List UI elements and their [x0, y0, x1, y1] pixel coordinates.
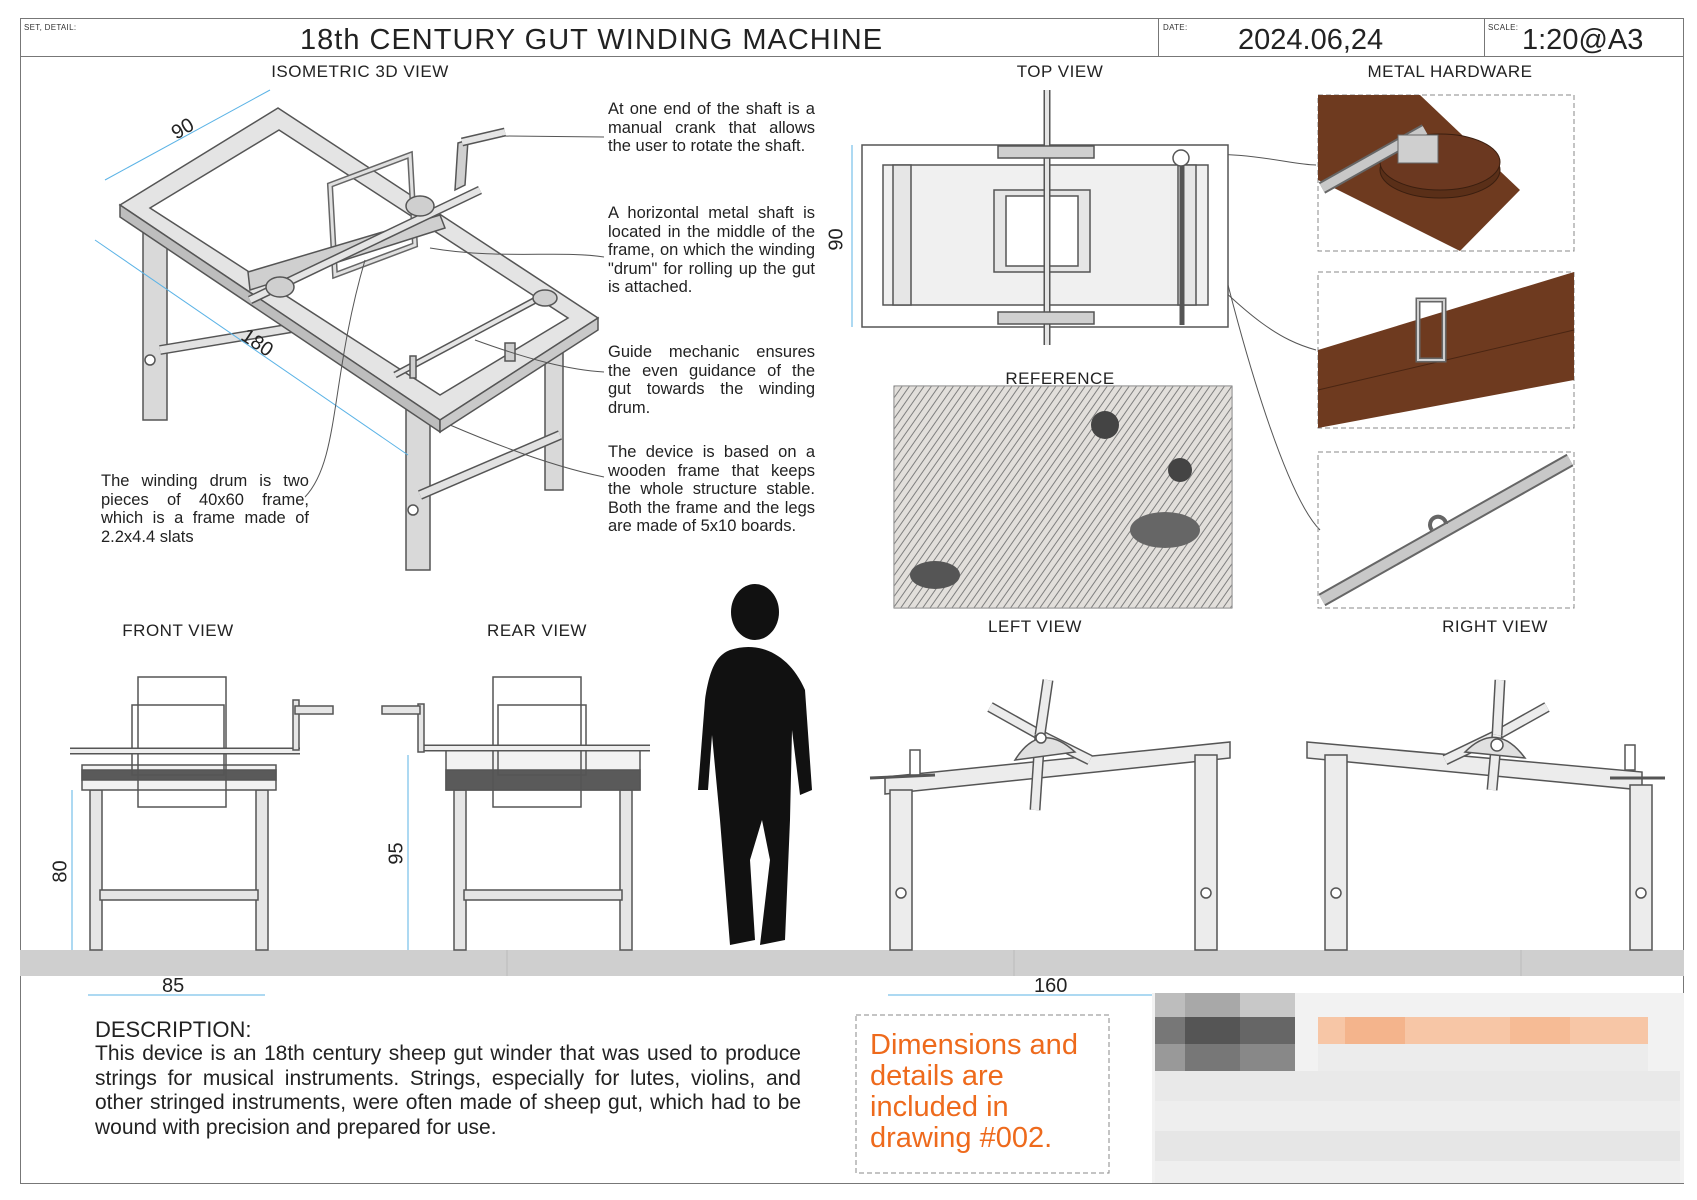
- top-view-label: TOP VIEW: [1016, 62, 1104, 81]
- dim-rear-height: 95: [385, 842, 408, 865]
- note-guide: Guide mechanic ensures the even guidance…: [608, 343, 815, 417]
- isometric-machine: [118, 107, 600, 571]
- dim-top-width: 90: [825, 228, 848, 251]
- metal-hardware-label: METAL HARDWARE: [1367, 62, 1533, 81]
- left-view-label: LEFT VIEW: [988, 617, 1082, 636]
- title-block-separator: [1484, 18, 1485, 56]
- note-shaft: A horizontal metal shaft is located in t…: [608, 204, 815, 296]
- ground-strip: [20, 950, 1684, 976]
- description-heading: DESCRIPTION:: [95, 1017, 252, 1042]
- scale-value: 1:20@A3: [1522, 24, 1644, 56]
- obscured-logo-block: [1152, 993, 1684, 1183]
- date-value: 2024.06,24: [1238, 24, 1384, 56]
- right-view-drawing: [1306, 679, 1665, 951]
- dimensions-callout-text: Dimensions and details are included in d…: [870, 1029, 1078, 1154]
- hardware-detail-1: [1317, 94, 1575, 252]
- front-view-drawing: [70, 676, 334, 951]
- reference-engraving-image: [893, 385, 1233, 609]
- dim-side-length: 160: [1034, 975, 1068, 997]
- drawing-sheet-border: [20, 18, 1684, 1184]
- dim-front-height: 80: [49, 860, 72, 883]
- human-scale-silhouette: [698, 584, 812, 945]
- title-block-separator: [1158, 18, 1159, 56]
- note-drum: The winding drum is two pieces of 40x60 …: [101, 472, 309, 546]
- reference-label: REFERENCE: [1005, 369, 1115, 388]
- right-view-label: RIGHT VIEW: [1442, 617, 1548, 636]
- front-view-label: FRONT VIEW: [122, 621, 234, 640]
- ground-joints: [506, 950, 1522, 976]
- top-view-drawing: [861, 90, 1229, 345]
- left-view-drawing: [869, 679, 1231, 951]
- note-crank: At one end of the shaft is a manual cran…: [608, 100, 815, 155]
- leader-lines: [304, 135, 1321, 531]
- description-text: This device is an 18th century sheep gut…: [95, 1042, 801, 1139]
- title-block-divider: [20, 56, 1684, 57]
- isometric-dimension-lines: [94, 89, 409, 456]
- dim-front-width: 85: [162, 975, 185, 997]
- set-detail-label: SET, DETAIL:: [24, 23, 77, 32]
- date-label: DATE:: [1163, 23, 1188, 32]
- hardware-detail-2: [1317, 271, 1575, 429]
- scale-label: SCALE:: [1488, 23, 1519, 32]
- drawing-title: 18th CENTURY GUT WINDING MACHINE: [300, 24, 884, 56]
- rear-view-drawing: [381, 676, 650, 951]
- isometric-view-label: ISOMETRIC 3D VIEW: [271, 62, 449, 81]
- front-view-dimension-lines: [71, 790, 265, 996]
- callout-box: [855, 1014, 1110, 1174]
- rear-view-label: REAR VIEW: [487, 621, 587, 640]
- note-frame: The device is based on a wooden frame th…: [608, 443, 815, 535]
- hardware-detail-3: [1317, 451, 1575, 609]
